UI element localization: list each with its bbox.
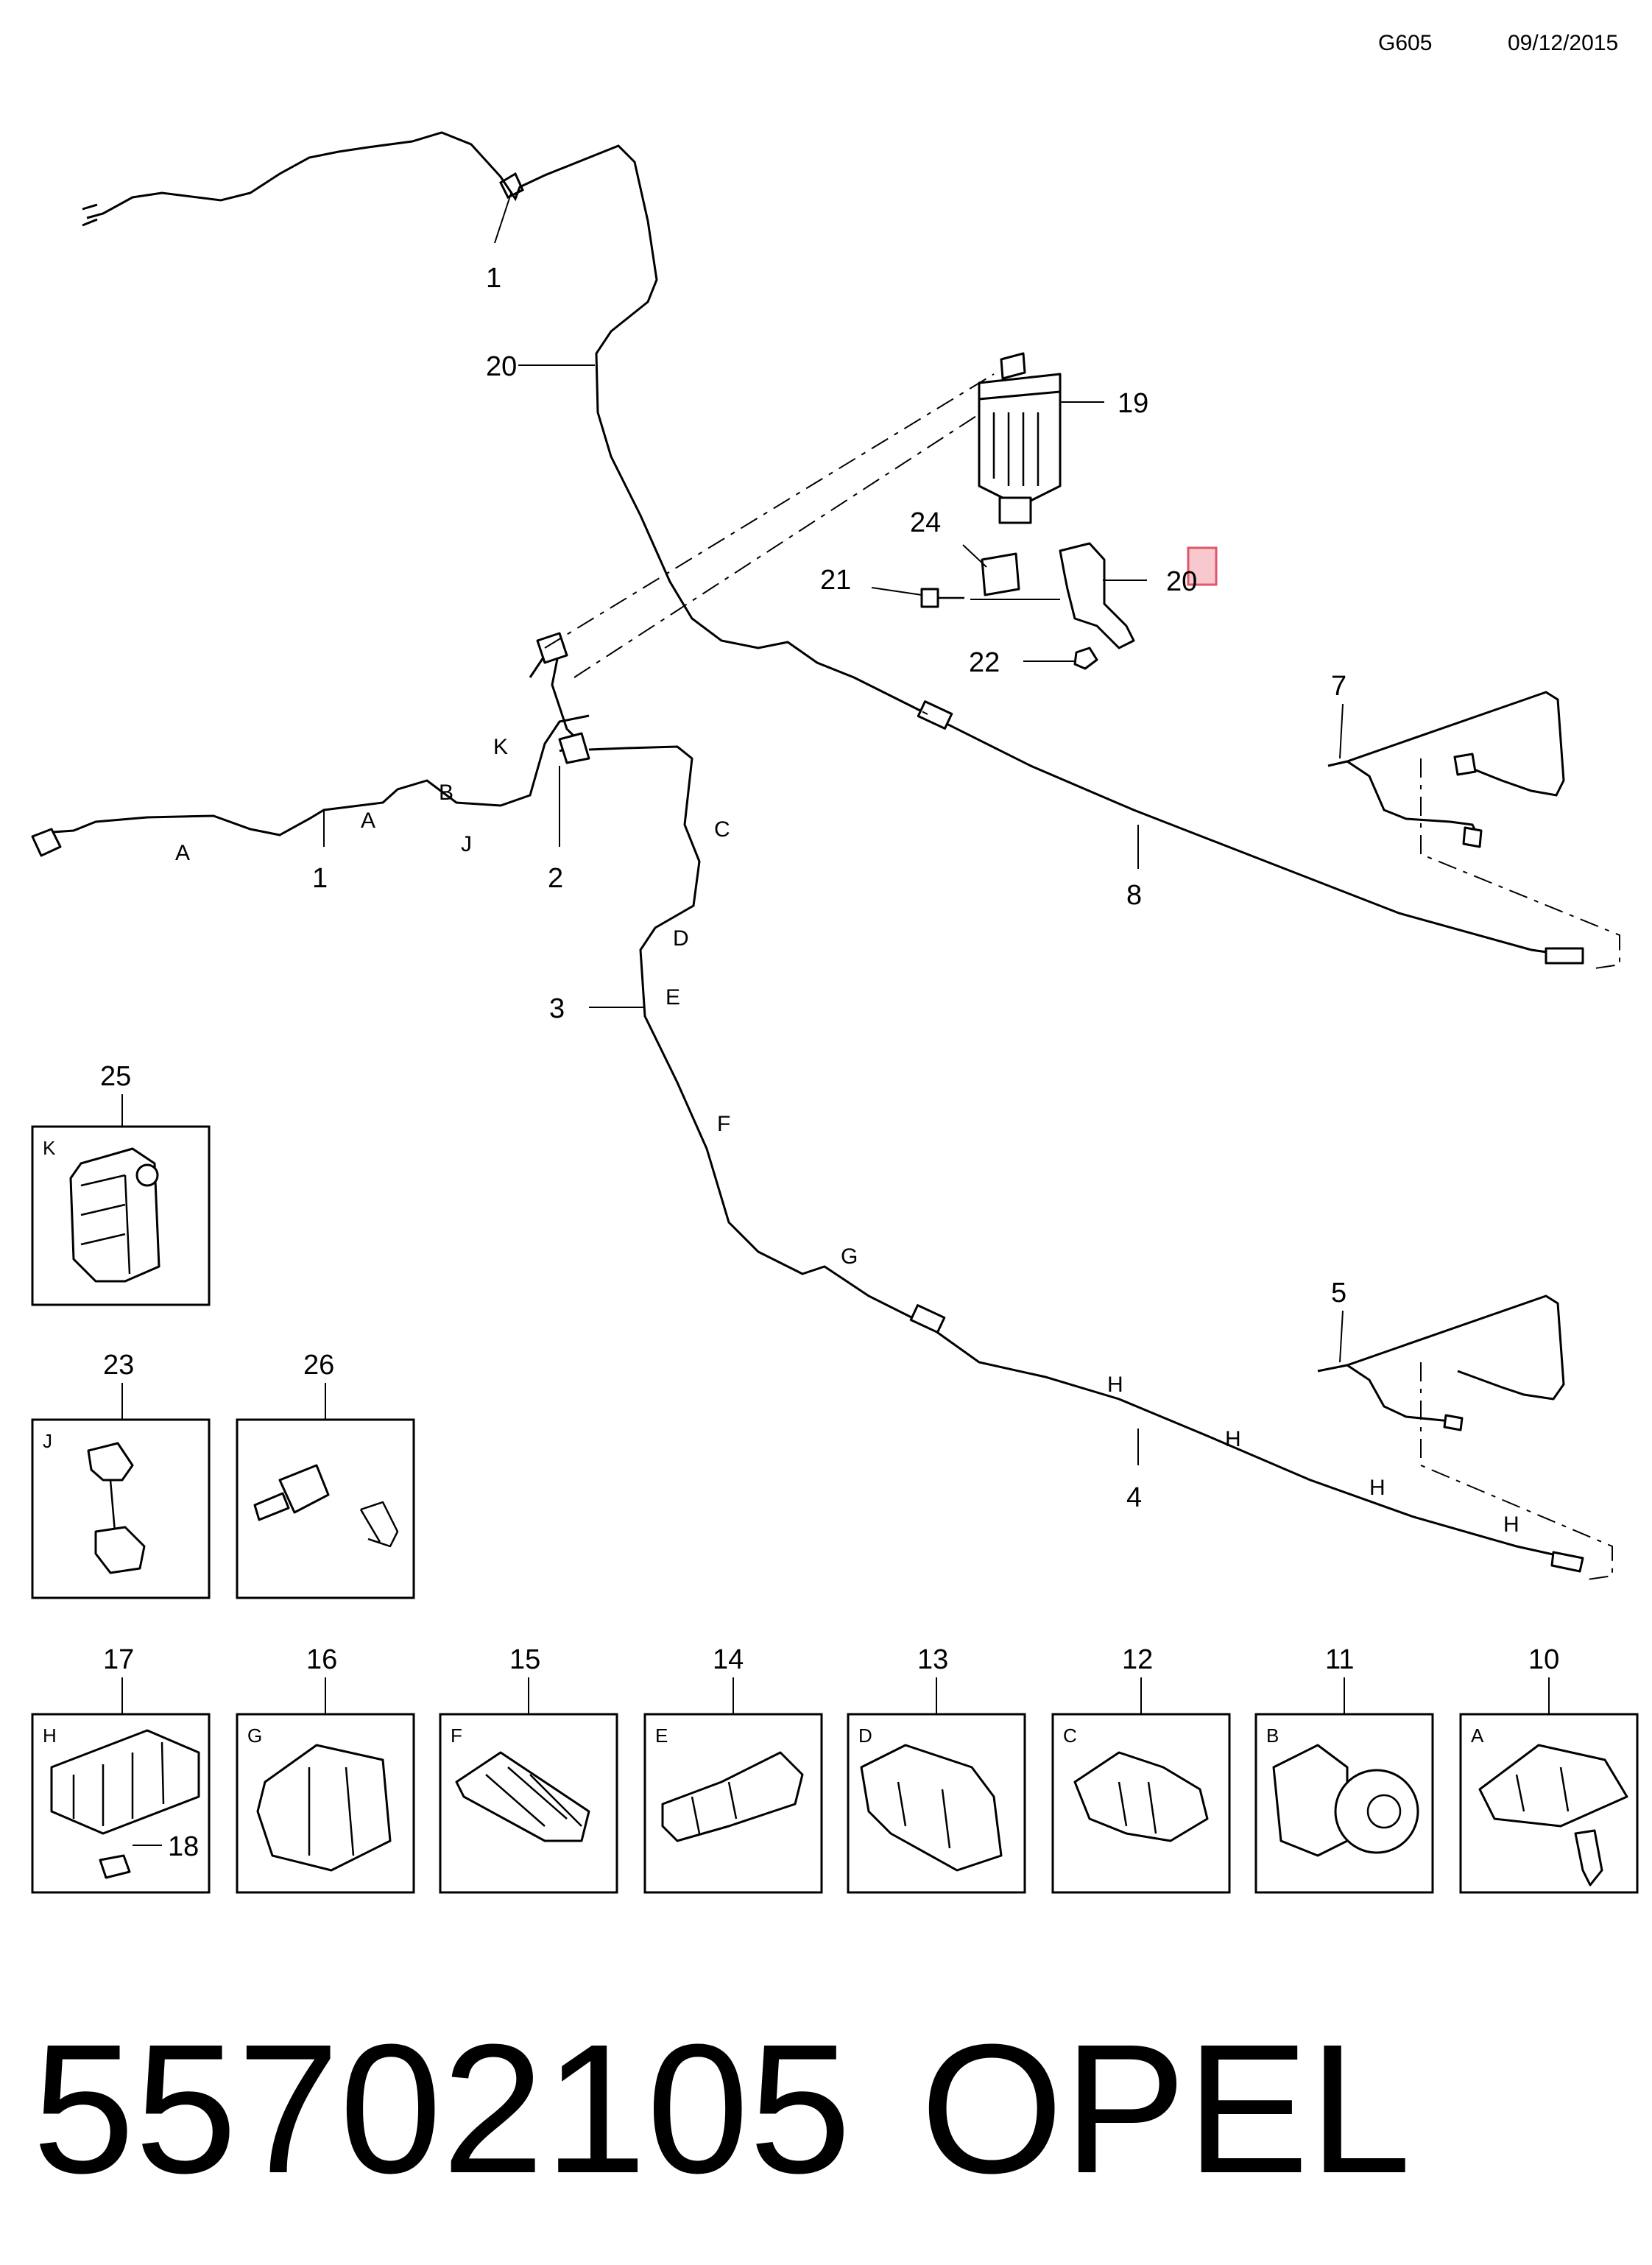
highlight-marker	[1187, 546, 1218, 586]
callout-5: 5	[1331, 1278, 1346, 1363]
filter-clamp	[970, 552, 1060, 600]
pipe-7	[82, 131, 1584, 965]
detail-box-number: 13	[917, 1644, 948, 1675]
bolt	[920, 588, 964, 608]
callout-9: 7	[1331, 671, 1346, 759]
part-number: 55702105	[32, 2006, 851, 2211]
detail-box-number: 25	[100, 1061, 131, 1092]
pipe-9	[1327, 691, 1565, 848]
callout-8-label: 8	[1126, 880, 1142, 911]
filter-bracket	[1059, 542, 1218, 649]
detail-box-23: 23 J	[31, 1350, 211, 1599]
detail-box-letter: F	[451, 1725, 462, 1747]
brand-name: OPEL	[920, 2006, 1411, 2211]
callout-22-label: 22	[969, 647, 1000, 678]
callout-21-label: 21	[820, 565, 851, 596]
dash-lines	[544, 373, 1620, 1581]
detail-box-14: 14 E	[643, 1644, 823, 1894]
callout-8: 8	[1126, 825, 1142, 911]
detail-box-12: 12 C	[1051, 1644, 1231, 1894]
callout-22: 22	[969, 647, 1075, 678]
callout-19-label: 19	[1118, 388, 1148, 419]
callout-20: 20	[1103, 566, 1197, 597]
clip-letter-b: B	[439, 781, 453, 805]
clip-letter-h: H	[1225, 1427, 1241, 1451]
clip-letter-h: H	[1503, 1512, 1519, 1537]
callout-24-label: 24	[910, 507, 941, 538]
detail-box-letter: D	[858, 1725, 872, 1747]
clip-letter-f: F	[717, 1112, 730, 1136]
detail-box-16: 16 G	[236, 1644, 415, 1894]
detail-box-letter: B	[1266, 1725, 1279, 1747]
callout-9-label: 7	[1331, 671, 1346, 702]
pipe-3-4	[588, 745, 1584, 1573]
detail-box-number: 23	[103, 1350, 134, 1381]
detail-box-letter: H	[43, 1725, 57, 1747]
callout-2: 2	[548, 766, 563, 894]
detail-box-extra: 18	[168, 1831, 199, 1862]
detail-box-number: 16	[306, 1644, 337, 1675]
detail-box-letter: E	[655, 1725, 668, 1747]
detail-box-13: 13 D	[847, 1644, 1026, 1894]
detail-box-10: 10 A	[1459, 1644, 1639, 1894]
callout-20-label: 20	[1166, 566, 1197, 597]
detail-box-17: 17 H 18	[31, 1644, 211, 1894]
pipe-2	[529, 632, 590, 764]
detail-box-number: 15	[509, 1644, 540, 1675]
clip-letter-k: K	[493, 735, 508, 759]
pipe-5	[1317, 1294, 1565, 1431]
diagram-date: 09/12/2015	[1508, 31, 1618, 55]
clip-letter-h: H	[1369, 1476, 1386, 1500]
detail-box-number: 26	[303, 1350, 334, 1381]
clip-letter-c: C	[714, 817, 730, 842]
callout-6: 1	[486, 191, 512, 294]
clip-letter-d: D	[673, 926, 689, 951]
callout-3: 3	[549, 993, 643, 1024]
callout-24: 24	[910, 507, 987, 568]
detail-box-number: 17	[103, 1644, 134, 1675]
clip-letter-e: E	[666, 985, 680, 1010]
clip-letter-h: H	[1107, 1373, 1123, 1397]
detail-box-letter: K	[43, 1137, 56, 1159]
clip-letters: A A B J K C D E F G H H H H	[175, 735, 1519, 1537]
callout-7-label: 20	[486, 351, 517, 382]
detail-box-26: 26	[236, 1350, 415, 1599]
fuel-filter	[978, 352, 1062, 524]
callout-1: 1	[312, 810, 328, 894]
detail-box-number: 12	[1122, 1644, 1153, 1675]
callout-21: 21	[820, 565, 922, 596]
detail-box-15: 15 F	[439, 1644, 618, 1894]
detail-box-number: 10	[1528, 1644, 1559, 1675]
callout-6-label: 1	[486, 263, 501, 294]
callout-1-label: 1	[312, 863, 328, 894]
clip-letter-j: J	[461, 832, 472, 856]
nut	[1073, 647, 1098, 670]
callout-4-label: 4	[1126, 1482, 1142, 1513]
detail-box-letter: J	[43, 1430, 52, 1452]
detail-box-number: 14	[713, 1644, 744, 1675]
detail-box-letter: A	[1471, 1725, 1484, 1747]
detail-box-number: 11	[1325, 1644, 1354, 1675]
clip-letter-a: A	[175, 841, 190, 865]
detail-box-11: 11 B	[1254, 1644, 1434, 1894]
callout-5-label: 5	[1331, 1278, 1346, 1308]
callout-7: 20	[486, 351, 595, 382]
callout-19: 19	[1060, 388, 1148, 419]
detail-box-letter: G	[247, 1725, 262, 1747]
detail-box-letter: C	[1063, 1725, 1077, 1747]
diagram-code: G605	[1378, 31, 1432, 55]
detail-box-25: 25 K	[31, 1061, 211, 1306]
callout-2-label: 2	[548, 863, 563, 894]
clip-letter-g: G	[841, 1244, 858, 1269]
callout-3-label: 3	[549, 993, 565, 1024]
callout-4: 4	[1126, 1429, 1142, 1513]
clip-letter-a: A	[361, 809, 375, 833]
